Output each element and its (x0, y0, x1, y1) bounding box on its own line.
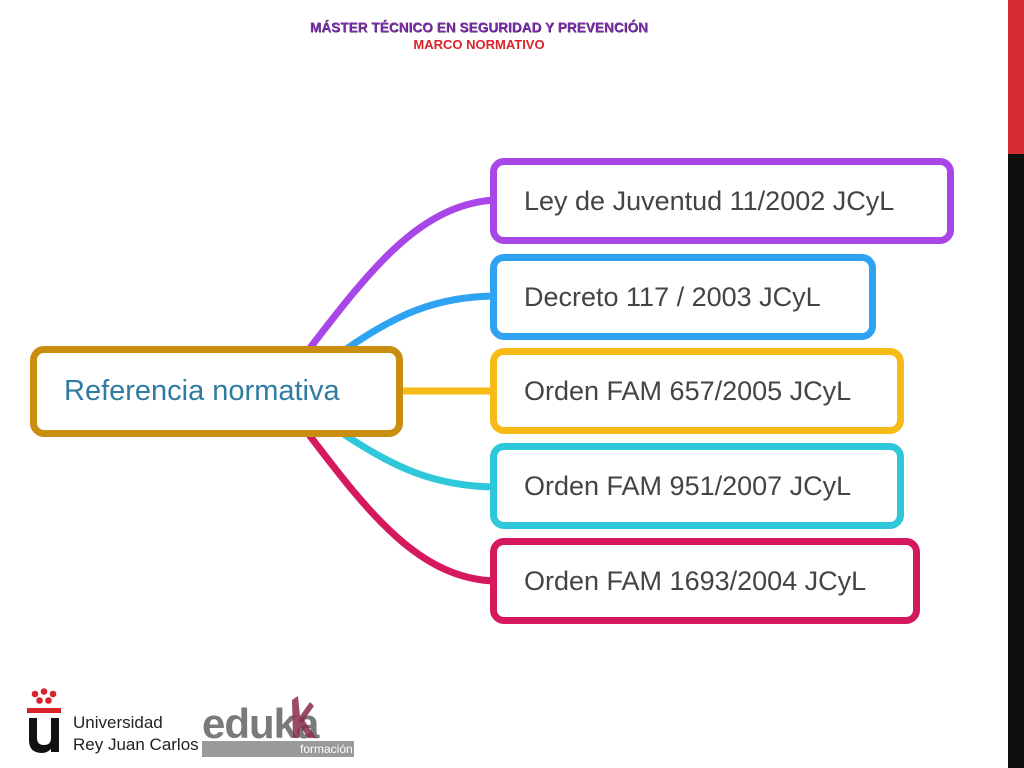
university-name: Universidad Rey Juan Carlos (73, 712, 199, 756)
branch-node-5: Orden FAM 1693/2004 JCyL (490, 538, 920, 624)
eduka-logo-mark-icon (292, 696, 316, 738)
slide-header: MÁSTER TÉCNICO EN SEGURIDAD Y PREVENCIÓN… (0, 20, 958, 52)
eduka-formacion-logo: formación eduka (202, 696, 354, 757)
branch-node-2-label: Decreto 117 / 2003 JCyL (524, 281, 821, 312)
root-node: Referencia normativa (30, 346, 403, 437)
side-accent-bar-black (1008, 154, 1024, 768)
branch-node-1-label: Ley de Juventud 11/2002 JCyL (524, 185, 895, 216)
urjc-logo-icon (27, 688, 61, 753)
connector-branch-5 (306, 432, 498, 585)
connector-branch-1 (306, 196, 498, 352)
side-accent-bar-red (1008, 0, 1024, 154)
slide-subtitle: MARCO NORMATIVO (413, 37, 545, 52)
university-name-line1: Universidad (73, 713, 163, 732)
eduka-logo-subtext: formación (300, 742, 353, 756)
university-name-line2: Rey Juan Carlos (73, 735, 199, 754)
connector-branch-2 (341, 292, 498, 354)
branch-node-3: Orden FAM 657/2005 JCyL (490, 348, 904, 434)
root-node-label: Referencia normativa (64, 375, 340, 407)
branch-node-4-label: Orden FAM 951/2007 JCyL (524, 470, 852, 501)
slide-title: MÁSTER TÉCNICO EN SEGURIDAD Y PREVENCIÓN (309, 20, 649, 35)
branch-node-1: Ley de Juventud 11/2002 JCyL (490, 158, 954, 244)
branch-node-5-label: Orden FAM 1693/2004 JCyL (524, 565, 867, 596)
branch-node-2: Decreto 117 / 2003 JCyL (490, 254, 876, 340)
branch-node-4: Orden FAM 951/2007 JCyL (490, 443, 904, 529)
connector-branch-4 (341, 431, 498, 491)
branch-node-3-label: Orden FAM 657/2005 JCyL (524, 375, 852, 406)
